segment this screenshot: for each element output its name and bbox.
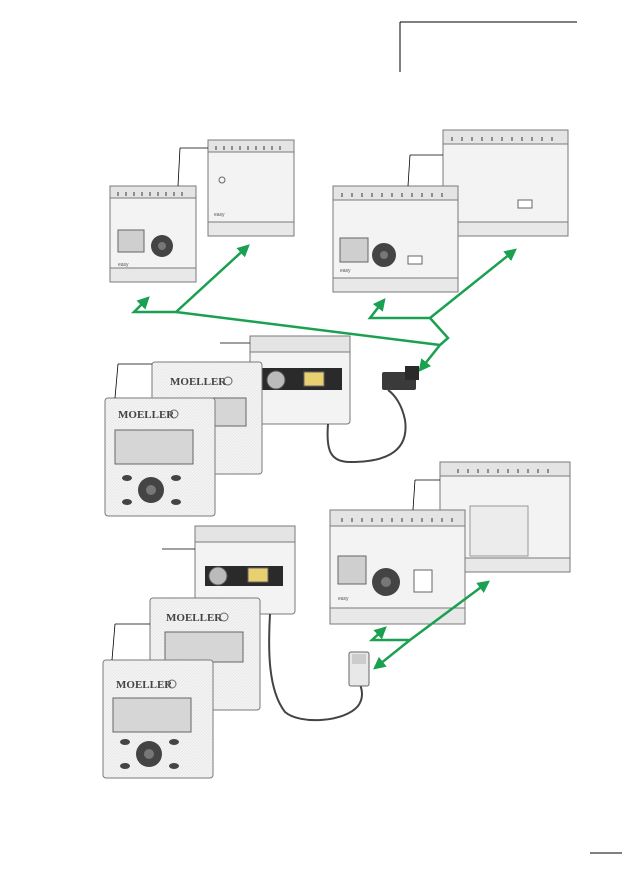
display-panel-front: MOELLER bbox=[104, 363, 216, 517]
plug-connector-top bbox=[382, 366, 419, 390]
svg-text:MOELLER: MOELLER bbox=[118, 409, 175, 421]
cable-top bbox=[326, 389, 407, 464]
svg-text:easy: easy bbox=[214, 212, 225, 218]
svg-text:MOELLER: MOELLER bbox=[166, 612, 223, 624]
base-unit-large: easy bbox=[332, 154, 459, 293]
svg-text:easy: easy bbox=[338, 596, 349, 602]
connection-lines-top bbox=[130, 244, 517, 372]
cable-bottom bbox=[268, 613, 363, 722]
header-bracket bbox=[399, 21, 577, 72]
svg-text:MOELLER: MOELLER bbox=[170, 376, 227, 388]
display-panel-front-lower: MOELLER bbox=[102, 623, 214, 779]
expansion-module-lower bbox=[415, 461, 571, 573]
communication-module-top bbox=[220, 335, 351, 425]
display-screen-icon bbox=[117, 229, 145, 253]
svg-text:MOELLER: MOELLER bbox=[116, 679, 173, 691]
moeller-logo-icon bbox=[218, 176, 226, 184]
base-unit-small: easy bbox=[109, 147, 197, 283]
expansion-module-small: easy bbox=[180, 139, 295, 237]
svg-text:easy: easy bbox=[340, 268, 351, 274]
connection-lines-lower bbox=[368, 580, 491, 670]
plug-connector-bottom bbox=[348, 651, 370, 687]
svg-text:easy: easy bbox=[118, 262, 129, 268]
